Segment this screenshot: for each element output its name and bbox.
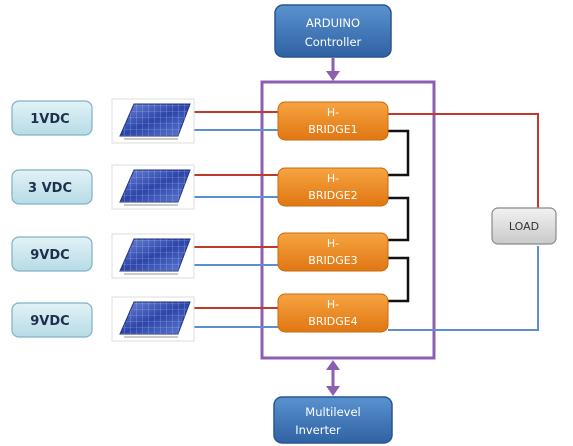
hbridge-1-line2: BRIDGE1 (308, 123, 357, 136)
hbridge-3: H- BRIDGE3 (277, 232, 389, 272)
hbridge-2-line1: H- (327, 172, 339, 185)
solar-panel-icon (111, 233, 195, 279)
inverter-line1: Multilevel (305, 405, 360, 419)
hbridge-3-line1: H- (327, 237, 339, 250)
load-wires (388, 113, 539, 331)
source-3-voltage: 9VDC (30, 248, 69, 263)
solar-panel-icon (111, 164, 195, 210)
load-wire-blue (388, 246, 539, 331)
hbridge-4-line2: BRIDGE4 (308, 315, 357, 328)
controller-line1: ARDUINO (306, 16, 360, 30)
load-wire-red (388, 113, 539, 214)
solar-panel-icon (111, 296, 195, 342)
controller-arrow (326, 58, 340, 81)
load-node: LOAD (491, 207, 557, 245)
hbridge-2-line2: BRIDGE2 (308, 189, 357, 202)
source-1-voltage: 1VDC (30, 112, 69, 127)
multilevel-inverter-node: Multilevel Inverter (273, 396, 393, 444)
arduino-controller-node: ARDUINO Controller (274, 4, 392, 58)
source-2-label: 3 VDC (11, 169, 93, 205)
hbridge-4: H- BRIDGE4 (277, 293, 389, 333)
hbridge-4-line1: H- (327, 298, 339, 311)
inverter-arrow (326, 360, 340, 396)
source-1-label: 1VDC (11, 100, 93, 136)
source-4-label: 9VDC (11, 302, 93, 338)
source-4-voltage: 9VDC (30, 314, 69, 329)
source-wires (193, 111, 284, 328)
series-connections (388, 129, 410, 303)
hbridge-1: H- BRIDGE1 (277, 101, 389, 141)
solar-panel-icon (111, 98, 195, 144)
load-label: LOAD (509, 220, 539, 233)
source-3-label: 9VDC (11, 236, 93, 272)
inverter-line2: Inverter (295, 423, 341, 437)
hbridge-3-line2: BRIDGE3 (308, 254, 357, 267)
hbridge-2: H- BRIDGE2 (277, 167, 389, 207)
controller-line2: Controller (305, 35, 362, 49)
hbridge-1-line1: H- (327, 106, 339, 119)
source-2-voltage: 3 VDC (28, 181, 72, 196)
hbridge-group-border (260, 80, 436, 360)
